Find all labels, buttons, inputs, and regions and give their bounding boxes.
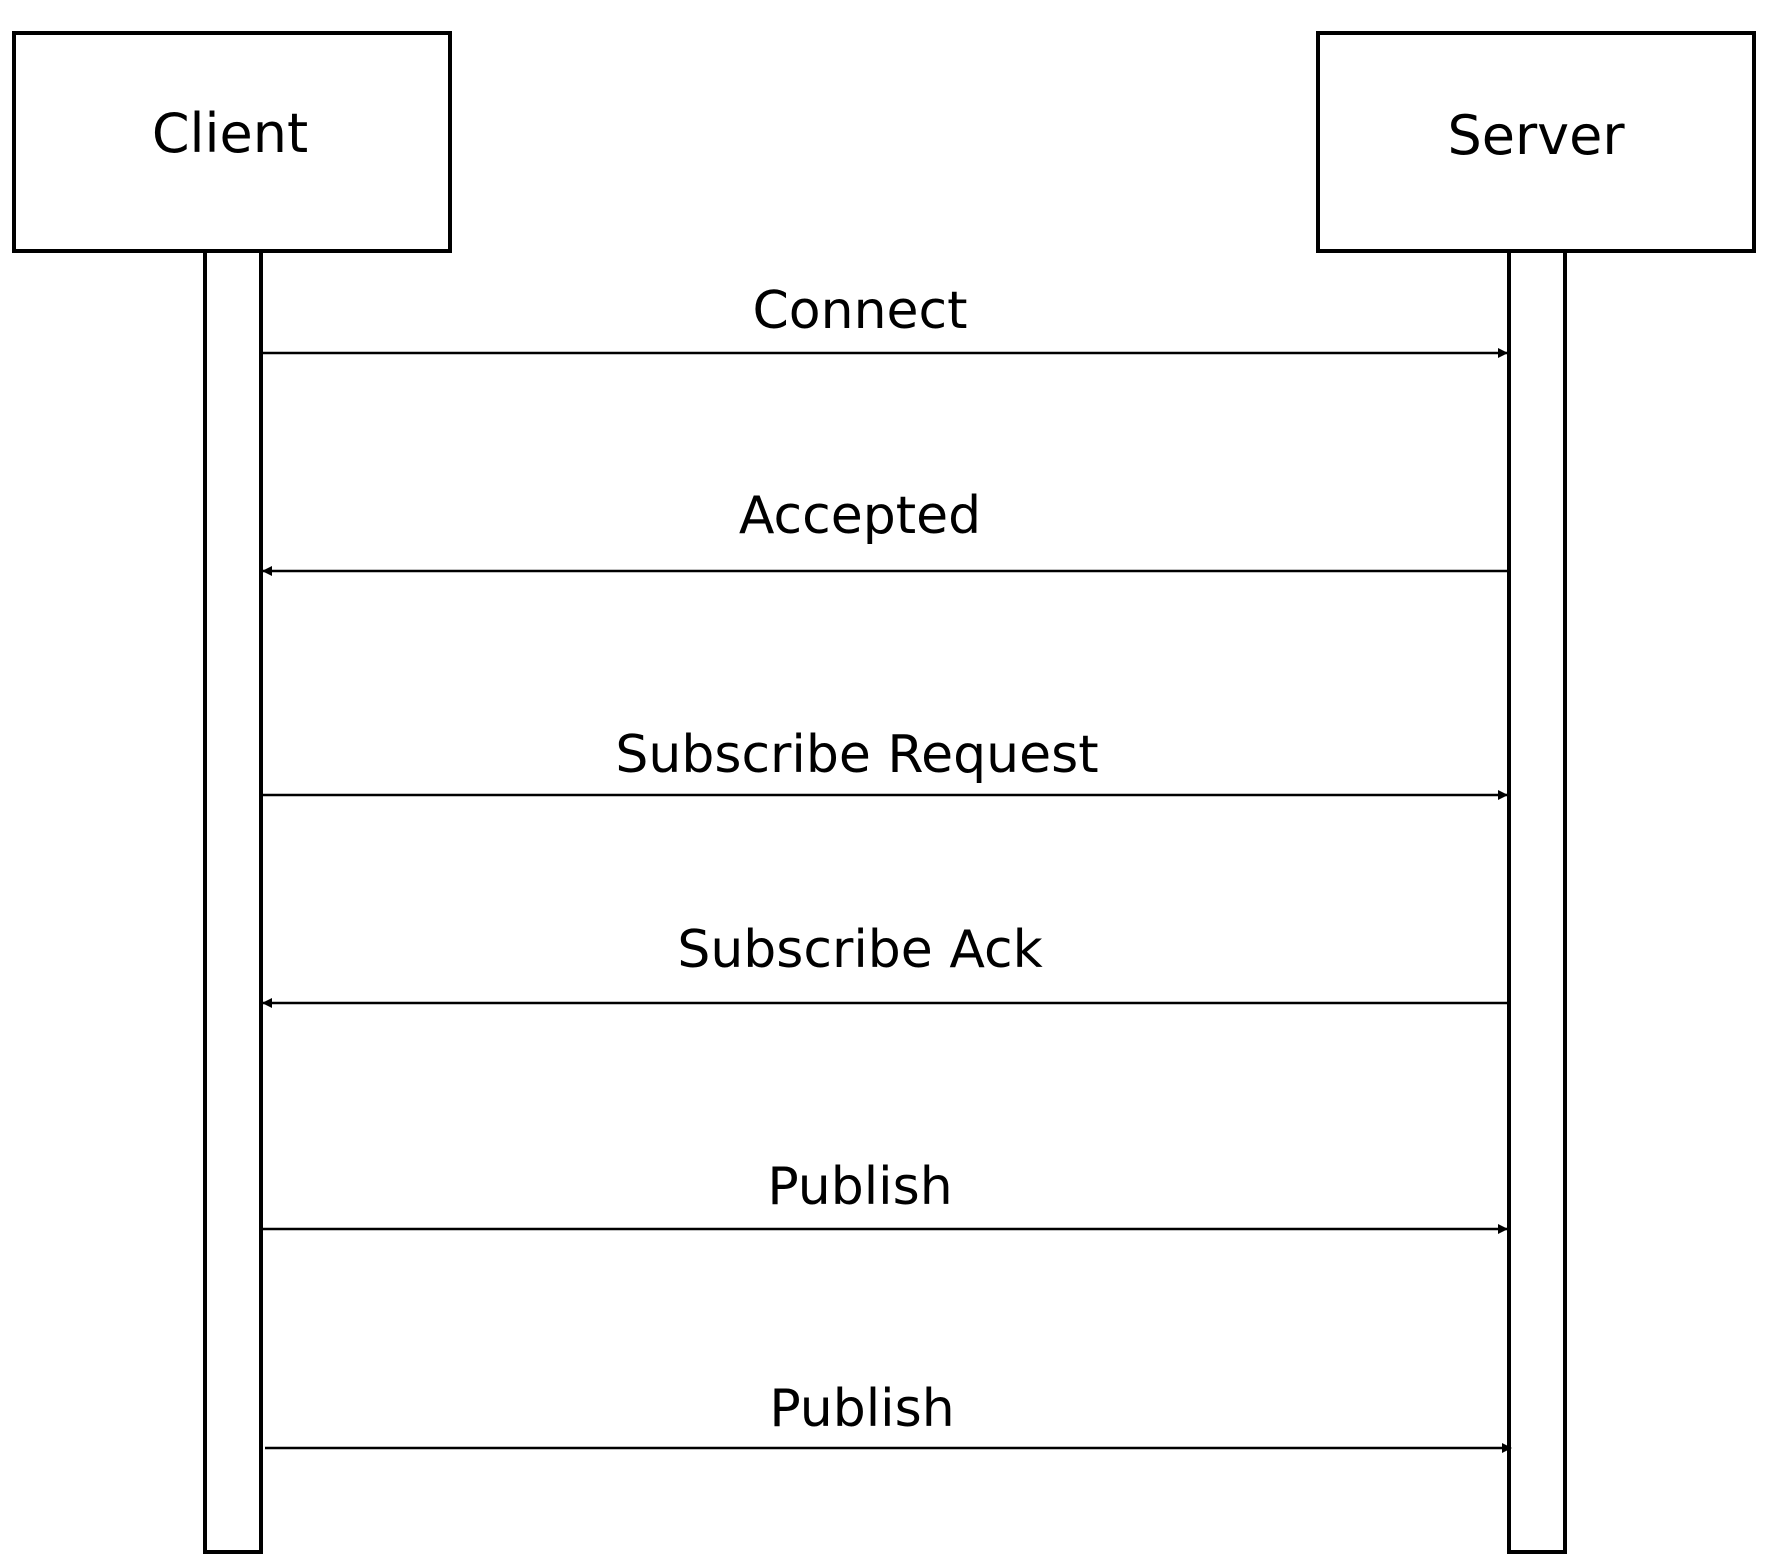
message-label: Publish xyxy=(767,1157,952,1217)
client-activation-bar xyxy=(203,249,263,1554)
message-publish-1: Publish xyxy=(263,1157,1508,1234)
server-label: Server xyxy=(1447,104,1625,167)
client-box xyxy=(12,31,452,253)
message-label: Accepted xyxy=(739,486,981,546)
server-activation-bar xyxy=(1507,249,1567,1554)
message-publish-2: Publish xyxy=(265,1379,1512,1453)
message-subscribe-request: Subscribe Request xyxy=(263,725,1508,800)
message-label: Subscribe Ack xyxy=(677,920,1042,980)
message-label: Subscribe Request xyxy=(615,725,1098,785)
server-box xyxy=(1316,31,1756,253)
message-accepted: Accepted xyxy=(262,486,1507,576)
client-label: Client xyxy=(152,102,308,165)
message-connect: Connect xyxy=(263,281,1508,358)
participant-server: Server xyxy=(1316,31,1756,253)
participant-client: Client xyxy=(12,31,452,253)
message-label: Connect xyxy=(752,281,967,341)
message-label: Publish xyxy=(769,1379,954,1439)
message-subscribe-ack: Subscribe Ack xyxy=(262,920,1507,1008)
